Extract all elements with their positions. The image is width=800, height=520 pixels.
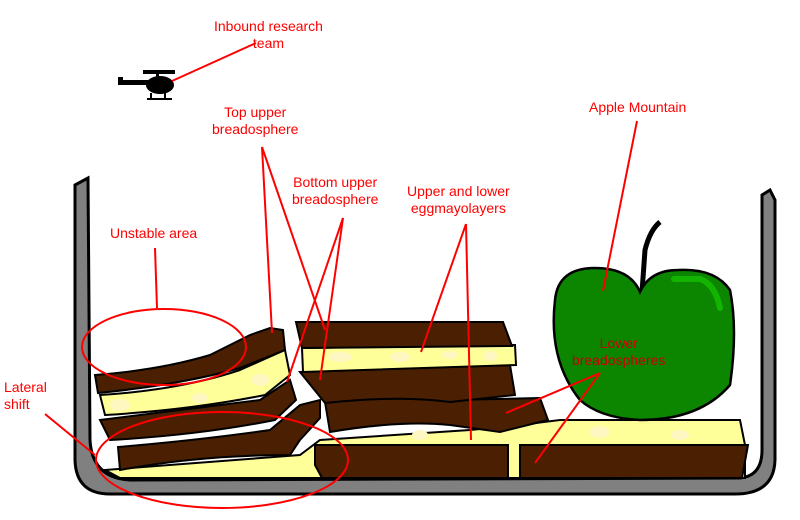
- label-bottom-upper-breadosphere: Bottom upper breadosphere: [292, 174, 378, 208]
- label-line: Upper and lower: [407, 183, 510, 199]
- helicopter-icon: [118, 70, 175, 100]
- bottom-upper-breadosphere: [297, 363, 517, 405]
- label-line: Lower: [599, 335, 638, 351]
- egg-mayo-blobs: [110, 351, 689, 440]
- annotation-lines: [44, 42, 638, 509]
- label-eggmayolayers: Upper and lower eggmayolayers: [407, 183, 510, 217]
- label-line: shift: [4, 396, 30, 412]
- label-line: eggmayolayers: [410, 200, 506, 216]
- container: [73, 175, 777, 496]
- lower-breadosphere-left: [314, 444, 509, 479]
- apple-stem: [639, 220, 662, 293]
- label-line: Apple Mountain: [589, 99, 687, 115]
- label-line: breadosphere: [212, 121, 299, 137]
- label-unstable-area: Unstable area: [110, 225, 197, 242]
- label-line: breadosphere: [292, 191, 379, 207]
- label-line: Lateral: [4, 379, 47, 395]
- label-line: Inbound research: [214, 18, 323, 34]
- apple-mountain: [552, 266, 736, 422]
- label-apple-mountain: Apple Mountain: [589, 99, 686, 116]
- shifted-bread-bottom: [116, 398, 321, 472]
- label-line: Top upper: [224, 104, 287, 120]
- apple-highlight: [671, 276, 723, 311]
- top-upper-breadosphere-right: [294, 321, 514, 350]
- label-inbound-research-team: Inbound research team: [214, 18, 323, 52]
- label-lateral-shift: Lateral shift: [4, 379, 47, 413]
- label-top-upper-breadosphere: Top upper breadosphere: [212, 104, 298, 138]
- shifted-bread-middle: [98, 378, 298, 442]
- lower-breadosphere-right: [519, 444, 750, 479]
- label-lower-breadospheres: Lower breadospheres: [572, 335, 665, 369]
- top-upper-breadosphere-left: [93, 326, 287, 395]
- label-line: breadospheres: [572, 352, 666, 368]
- label-line: Bottom upper: [293, 174, 378, 190]
- label-line: Unstable area: [110, 225, 198, 241]
- label-line: team: [252, 35, 285, 51]
